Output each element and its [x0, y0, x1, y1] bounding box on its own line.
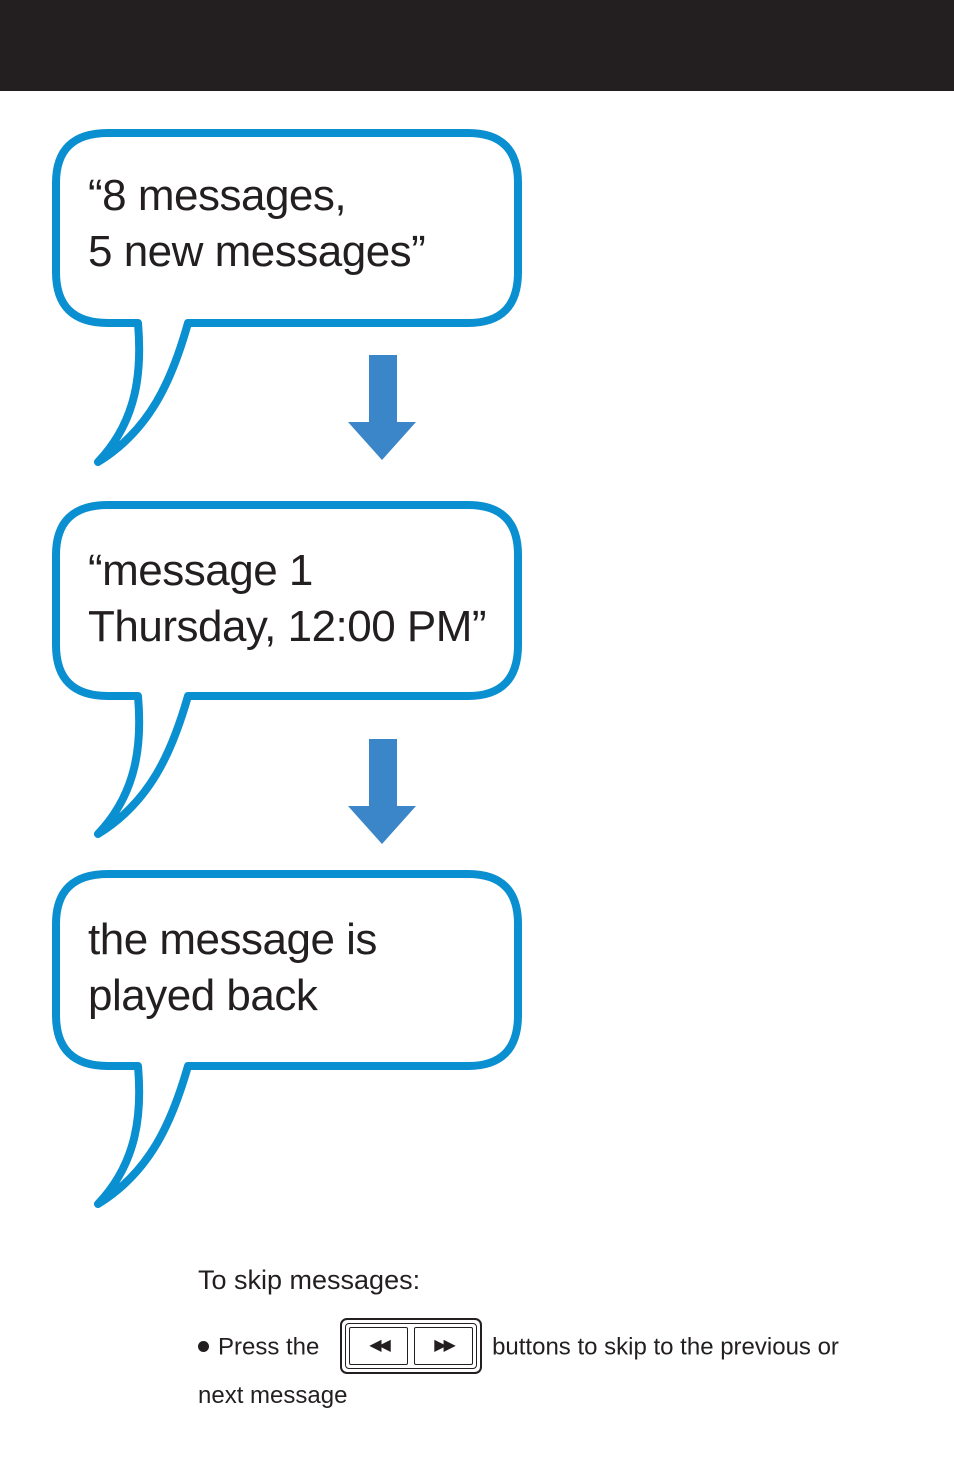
speech-bubble-2 [52, 501, 522, 838]
bubble-3-line-2: played back [88, 971, 318, 1020]
bubble-2-line-1: “message 1 [88, 546, 313, 595]
skip-button-frame: ◀◀ ▶▶ [345, 1323, 478, 1369]
bubble-3-line-1: the message is [88, 915, 377, 964]
bubble-1-text: “8 messages, 5 new messages” [88, 168, 426, 280]
speech-bubble-1 [52, 129, 522, 466]
instruction-bullet: Press the ◀◀ ▶▶ buttons to skip to the p… [198, 1318, 918, 1374]
bubble-2-text: “message 1 Thursday, 12:00 PM” [88, 543, 487, 655]
skip-button-group: ◀◀ ▶▶ [340, 1318, 483, 1374]
bubble-3-text: the message is played back [88, 912, 377, 1024]
rewind-button[interactable]: ◀◀ [349, 1327, 409, 1365]
rewind-icon: ◀◀ [369, 1337, 391, 1354]
instructions-heading: To skip messages: [198, 1265, 421, 1295]
bubble-1-line-2: 5 new messages” [88, 227, 426, 276]
instruction-continuation: next message [198, 1382, 348, 1409]
bullet-icon [198, 1340, 209, 1352]
speech-bubble-3 [52, 870, 522, 1208]
down-arrow-1 [348, 355, 416, 460]
press-the-text: Press the [218, 1333, 320, 1361]
skip-instructions: To skip messages: Press the ◀◀ ▶▶ button… [198, 1262, 918, 1416]
bubble-1-line-1: “8 messages, [88, 171, 347, 220]
down-arrow-2 [348, 739, 416, 844]
after-buttons-text: buttons to skip to the previous or [492, 1333, 839, 1361]
fast-forward-icon: ▶▶ [434, 1337, 456, 1354]
bubble-2-line-2: Thursday, 12:00 PM” [88, 602, 487, 651]
fast-forward-button[interactable]: ▶▶ [414, 1327, 474, 1365]
header-bar [0, 0, 954, 91]
